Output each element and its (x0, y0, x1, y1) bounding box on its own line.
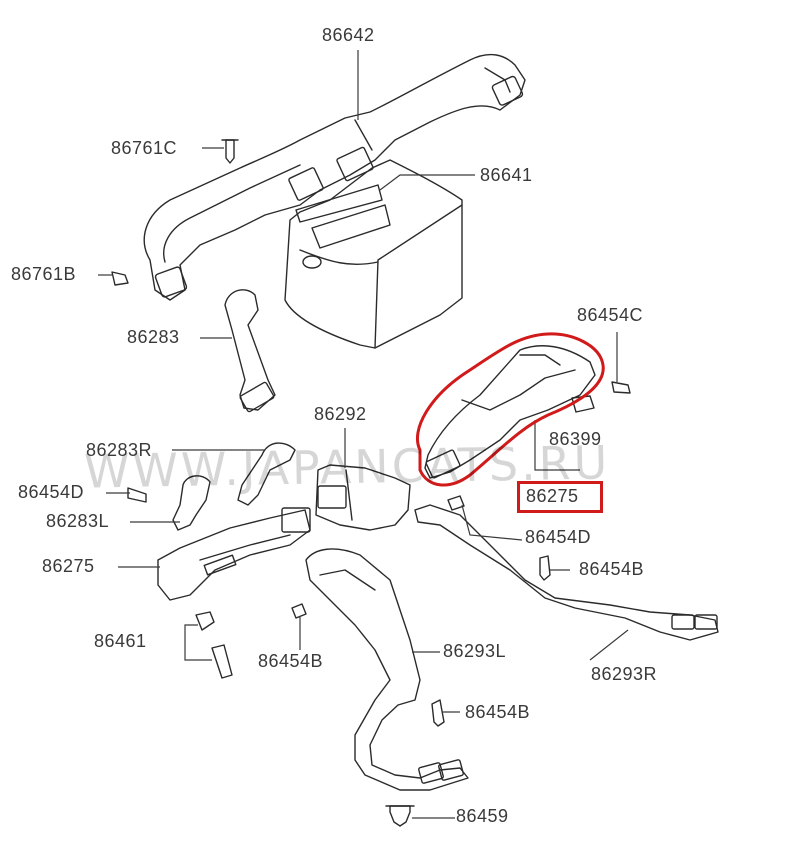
screw-86761c (221, 139, 239, 164)
part-86275-upper-duct (424, 345, 596, 479)
screw-86454d-left (127, 487, 147, 503)
screw-86761b (111, 271, 129, 286)
highlight-ellipse (415, 332, 605, 487)
part-86641-heater-box (284, 159, 463, 349)
part-86283-duct (224, 289, 276, 413)
part-label-86293r[interactable]: 86293R (591, 664, 658, 684)
part-label-86399[interactable]: 86399 (549, 429, 602, 449)
part-label-86454d-left[interactable]: 86454D (18, 482, 85, 502)
part-label-86454b-1[interactable]: 86454B (579, 559, 645, 579)
part-label-86283[interactable]: 86283 (127, 327, 180, 347)
part-label-86293l[interactable]: 86293L (443, 641, 507, 661)
screw-86454b-2 (291, 603, 307, 619)
part-86283r-duct (237, 442, 296, 506)
screw-86454b-1 (539, 555, 551, 581)
screw-86454c (611, 381, 631, 394)
part-label-86761b[interactable]: 86761B (11, 264, 77, 284)
part-label-86461[interactable]: 86461 (94, 631, 147, 651)
part-86283l-duct (172, 475, 211, 531)
part-label-86454b-3[interactable]: 86454B (465, 702, 531, 722)
part-label-86454d-right[interactable]: 86454D (525, 527, 592, 547)
part-86292-connector (315, 464, 411, 531)
part-86275-lower-duct (157, 507, 311, 601)
part-86293r-duct (414, 504, 719, 641)
part-86293l-duct (305, 548, 469, 791)
part-label-86275[interactable]: 86275 (42, 556, 95, 576)
highlight-box-86275 (517, 481, 603, 513)
part-label-86454c[interactable]: 86454C (577, 305, 644, 325)
part-label-86454b-2[interactable]: 86454B (258, 651, 324, 671)
screw-86454d-right (447, 495, 465, 511)
part-label-86761c[interactable]: 86761C (111, 138, 178, 158)
clip-86459 (385, 805, 415, 827)
part-label-86459[interactable]: 86459 (456, 806, 509, 826)
screw-86454b-3 (431, 699, 445, 727)
pins-86461 (195, 611, 233, 679)
part-label-86283l[interactable]: 86283L (46, 511, 110, 531)
part-label-86642[interactable]: 86642 (322, 25, 375, 45)
part-label-86641[interactable]: 86641 (480, 165, 533, 185)
leader-lines (98, 50, 629, 819)
part-label-86275-highlighted[interactable]: 86275 (526, 486, 579, 506)
part-label-86283r[interactable]: 86283R (86, 440, 153, 460)
part-86642-dash-duct (143, 53, 526, 301)
part-label-86292[interactable]: 86292 (314, 404, 367, 424)
